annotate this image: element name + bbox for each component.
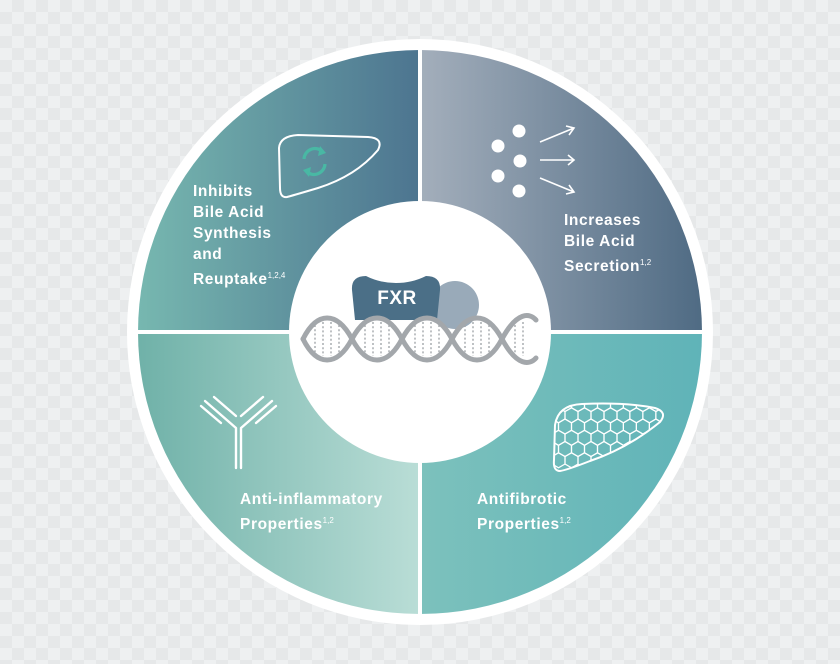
antifibrotic-label: Antifibrotic Properties1,2 bbox=[477, 491, 571, 533]
dna-helix-icon bbox=[300, 313, 539, 365]
increases-bile-acid-label: Increases Bile Acid Secretion1,2 bbox=[564, 212, 652, 275]
anti-inflammatory-label: Anti-inflammatory Properties1,2 bbox=[240, 491, 383, 533]
antibody-icon bbox=[199, 395, 278, 470]
fxr-label: FXR bbox=[377, 288, 417, 309]
liver-recycle-icon bbox=[277, 133, 381, 199]
dots-arrows-icon bbox=[491, 124, 576, 198]
fxr-protein-icon bbox=[351, 276, 479, 329]
inhibits-bile-acid-label: Inhibits Bile Acid Synthesis and Reuptak… bbox=[193, 183, 286, 288]
center-circle bbox=[289, 201, 551, 463]
